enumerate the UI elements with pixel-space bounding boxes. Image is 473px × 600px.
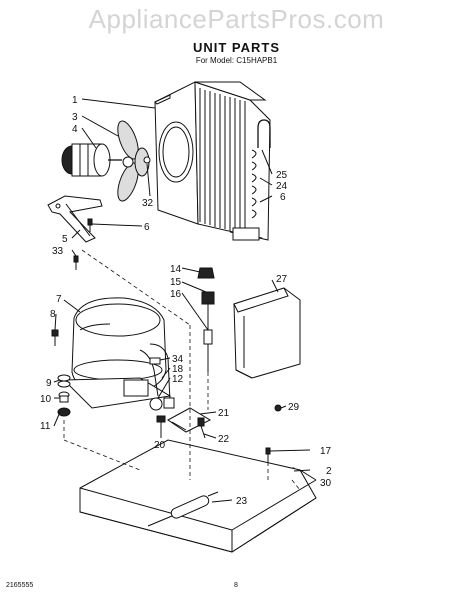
screw (274, 404, 282, 412)
callout-4: 4 (72, 124, 78, 135)
capacitor (167, 407, 212, 439)
fan-motor (61, 143, 122, 177)
watermark: AppliancePartsPros.com (88, 4, 385, 34)
callout-12: 12 (172, 374, 184, 385)
page-number: 8 (234, 582, 238, 589)
callout-15: 15 (170, 277, 182, 288)
callout-22: 22 (218, 434, 230, 445)
callout-17: 17 (320, 446, 332, 457)
callout-32: 32 (142, 198, 154, 209)
condenser-coil-assembly (154, 81, 271, 241)
callout-20: 20 (154, 440, 166, 451)
grommet (57, 374, 71, 388)
callout-29: 29 (288, 402, 300, 413)
assembly-lines (63, 249, 301, 491)
callout-18: 18 (172, 364, 184, 375)
callout-25: 25 (276, 170, 288, 181)
callout-23: 23 (236, 496, 248, 507)
callout-6-upper: 6 (280, 192, 286, 203)
callout-14: 14 (170, 264, 182, 275)
fan-nut (143, 156, 151, 164)
callout-2: 2 (326, 466, 332, 477)
callout-5: 5 (62, 234, 68, 245)
thermostat (197, 267, 215, 372)
overload-relay (149, 357, 175, 432)
grommet (57, 407, 71, 417)
screw (73, 255, 79, 270)
callout-21: 21 (218, 408, 230, 419)
callout-27: 27 (276, 274, 288, 285)
grommet (51, 329, 59, 346)
callout-34: 34 (172, 354, 184, 365)
callout-8: 8 (50, 309, 56, 320)
callout-9: 9 (46, 378, 52, 389)
callout-10: 10 (40, 394, 52, 405)
compressor (62, 297, 172, 409)
motor-bracket (47, 195, 103, 243)
screw (87, 218, 93, 232)
baffle-panel (233, 287, 301, 379)
screw (265, 447, 271, 462)
callout-33: 33 (52, 246, 64, 257)
callout-6-lower: 6 (144, 222, 150, 233)
model-subtitle: For Model: C15HAPB1 (195, 56, 278, 65)
grommet (58, 391, 70, 403)
page-title: UNIT PARTS (192, 40, 281, 55)
callout-7: 7 (56, 294, 62, 305)
leader-lines (53, 98, 311, 503)
callout-11: 11 (40, 421, 51, 432)
callout-16: 16 (170, 289, 182, 300)
base-pan (79, 439, 317, 553)
callout-3: 3 (72, 112, 78, 123)
callout-24: 24 (276, 181, 288, 192)
callouts: 1 3 4 32 25 24 6 6 5 33 14 15 16 27 7 8 … (40, 95, 332, 507)
return-bend (257, 119, 271, 148)
document-code: 2165555 (6, 582, 34, 589)
callout-1: 1 (72, 95, 78, 106)
callout-30: 30 (320, 478, 332, 489)
